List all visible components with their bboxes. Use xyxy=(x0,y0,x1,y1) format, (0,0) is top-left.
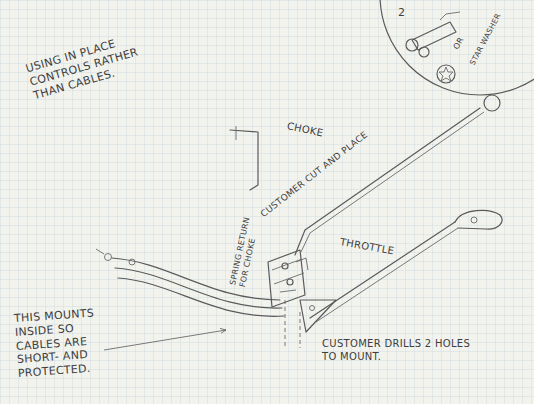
throttle-rod xyxy=(316,228,458,322)
leader-line xyxy=(104,330,226,350)
clip-hole xyxy=(471,217,477,223)
plate-slot xyxy=(272,259,304,284)
note-label: THIS MOUNTS INSIDE SO CABLES ARE SHORT- … xyxy=(14,306,109,381)
choke-bracket-tab xyxy=(236,126,237,140)
spring xyxy=(280,258,308,292)
mount-plate xyxy=(268,250,305,307)
detail-circle xyxy=(380,0,534,95)
star-washer xyxy=(437,65,455,83)
drill-guide xyxy=(285,300,300,348)
cable xyxy=(118,278,284,316)
cable xyxy=(115,268,282,308)
mount-tab xyxy=(300,300,336,332)
choke-rod xyxy=(301,112,484,252)
choke-bracket xyxy=(230,130,258,190)
cable xyxy=(112,258,280,300)
pivot xyxy=(282,263,288,269)
throttle-clip xyxy=(455,210,502,229)
cable-wire xyxy=(96,249,104,254)
clamp-end xyxy=(419,47,429,57)
star-washer-teeth xyxy=(439,67,453,81)
mount-hole xyxy=(310,306,315,311)
choke-knob xyxy=(484,95,500,111)
note-label: 2 xyxy=(398,6,405,20)
note-label: CUSTOMER DRILLS 2 HOLES TO MOUNT. xyxy=(322,338,472,363)
pivot xyxy=(287,279,293,285)
clamp-screw xyxy=(440,12,460,20)
cable-end xyxy=(129,259,135,265)
throttle-rod xyxy=(310,222,455,318)
clamp-end xyxy=(406,39,418,51)
cable-end xyxy=(105,254,112,261)
clamp-tube xyxy=(412,22,456,50)
